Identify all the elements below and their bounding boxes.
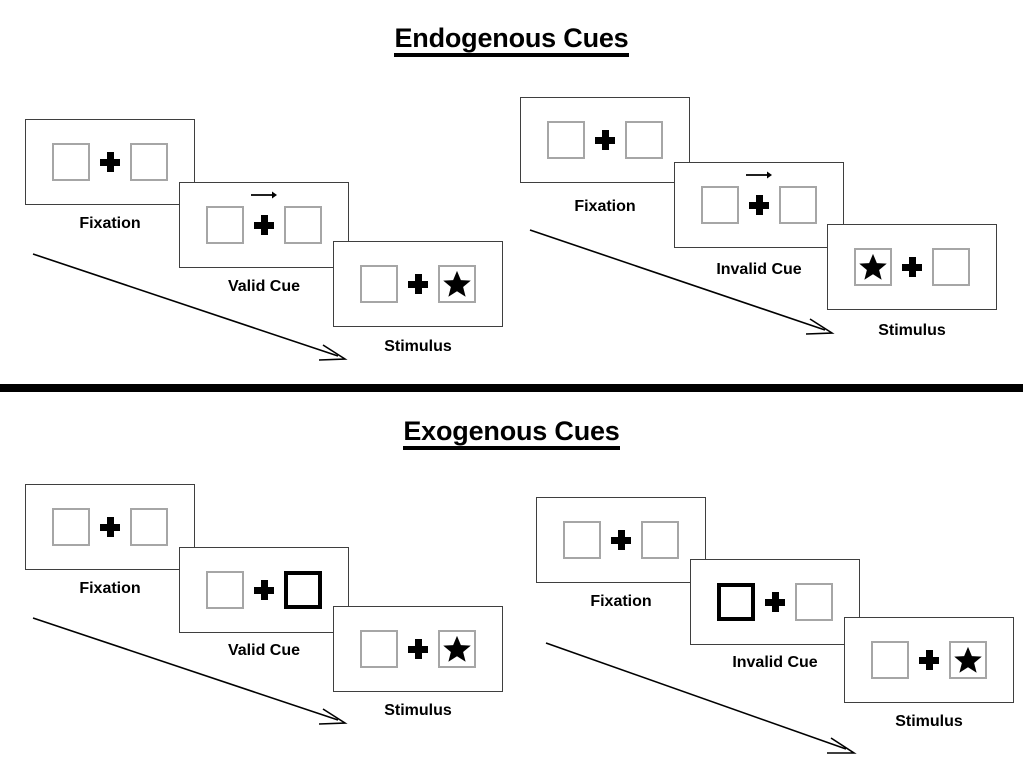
fixation-cross-icon bbox=[909, 640, 949, 680]
section-title-endogenous: Endogenous Cues bbox=[0, 23, 1023, 58]
panel-endogenous-valid-fixation[interactable] bbox=[25, 119, 195, 205]
panel-content bbox=[52, 142, 168, 182]
star-icon bbox=[442, 634, 472, 664]
caption-endogenous-valid-cue: Valid Cue bbox=[227, 278, 301, 295]
placeholder-box-left bbox=[52, 508, 90, 546]
caption-exogenous-valid-stimulus: Stimulus bbox=[384, 702, 452, 719]
placeholder-box-left bbox=[701, 186, 739, 224]
placeholder-box-right bbox=[130, 143, 168, 181]
panel-exogenous-valid-fixation[interactable] bbox=[25, 484, 195, 570]
panel-content bbox=[360, 264, 476, 304]
panel-content bbox=[360, 629, 476, 669]
panel-content bbox=[701, 171, 817, 225]
panel-content bbox=[871, 640, 987, 680]
star-icon bbox=[953, 645, 983, 675]
placeholder-box-right bbox=[795, 583, 833, 621]
fixation-cross-icon bbox=[398, 264, 438, 304]
panel-content bbox=[206, 191, 322, 245]
placeholder-box-right bbox=[932, 248, 970, 286]
caption-endogenous-invalid-fixation: Fixation bbox=[574, 198, 636, 215]
right-arrow-cue-icon bbox=[251, 190, 277, 200]
fixation-cross-icon bbox=[244, 191, 284, 245]
fixation-cross-icon bbox=[755, 582, 795, 622]
placeholder-box-left-cued bbox=[717, 583, 755, 621]
fixation-cross-icon bbox=[244, 570, 284, 610]
placeholder-box-left bbox=[360, 630, 398, 668]
fixation-cross-icon bbox=[585, 120, 625, 160]
caption-exogenous-valid-fixation: Fixation bbox=[79, 580, 141, 597]
panel-content bbox=[854, 247, 970, 287]
placeholder-box-right bbox=[284, 206, 322, 244]
panel-endogenous-valid-cue[interactable] bbox=[179, 182, 349, 268]
panel-exogenous-valid-cue[interactable] bbox=[179, 547, 349, 633]
placeholder-box-left bbox=[563, 521, 601, 559]
placeholder-box-left bbox=[854, 248, 892, 286]
caption-endogenous-valid-stimulus: Stimulus bbox=[384, 338, 452, 355]
caption-exogenous-invalid-stimulus: Stimulus bbox=[895, 713, 963, 730]
placeholder-box-right bbox=[130, 508, 168, 546]
section-title-exogenous: Exogenous Cues bbox=[0, 416, 1023, 451]
placeholder-box-right-cued bbox=[284, 571, 322, 609]
fixation-cross-icon bbox=[90, 142, 130, 182]
panel-content bbox=[206, 570, 322, 610]
placeholder-box-right bbox=[438, 265, 476, 303]
panel-endogenous-invalid-cue[interactable] bbox=[674, 162, 844, 248]
placeholder-box-left bbox=[547, 121, 585, 159]
panel-exogenous-invalid-fixation[interactable] bbox=[536, 497, 706, 583]
panel-endogenous-valid-stimulus[interactable] bbox=[333, 241, 503, 327]
placeholder-box-right bbox=[949, 641, 987, 679]
caption-endogenous-invalid-stimulus: Stimulus bbox=[878, 322, 946, 339]
placeholder-box-left bbox=[206, 206, 244, 244]
placeholder-box-right bbox=[625, 121, 663, 159]
fixation-cross-icon bbox=[601, 520, 641, 560]
fixation-cross-icon bbox=[892, 247, 932, 287]
section-divider bbox=[0, 384, 1023, 392]
caption-endogenous-invalid-cue: Invalid Cue bbox=[716, 261, 802, 278]
panel-endogenous-invalid-stimulus[interactable] bbox=[827, 224, 997, 310]
panel-exogenous-valid-stimulus[interactable] bbox=[333, 606, 503, 692]
section-title-endogenous-text: Endogenous Cues bbox=[394, 24, 629, 58]
panel-content bbox=[52, 507, 168, 547]
panel-exogenous-invalid-stimulus[interactable] bbox=[844, 617, 1014, 703]
caption-exogenous-valid-cue: Valid Cue bbox=[227, 642, 301, 659]
fixation-cross-icon bbox=[398, 629, 438, 669]
placeholder-box-left bbox=[871, 641, 909, 679]
fixation-cross-icon bbox=[90, 507, 130, 547]
caption-endogenous-valid-fixation: Fixation bbox=[79, 215, 141, 232]
placeholder-box-right bbox=[438, 630, 476, 668]
panel-content bbox=[547, 120, 663, 160]
placeholder-box-left bbox=[360, 265, 398, 303]
star-icon bbox=[442, 269, 472, 299]
placeholder-box-left bbox=[206, 571, 244, 609]
star-icon bbox=[858, 252, 888, 282]
placeholder-box-right bbox=[779, 186, 817, 224]
panel-content bbox=[563, 520, 679, 560]
panel-content bbox=[717, 582, 833, 622]
caption-exogenous-invalid-cue: Invalid Cue bbox=[732, 654, 818, 671]
placeholder-box-right bbox=[641, 521, 679, 559]
section-title-exogenous-text: Exogenous Cues bbox=[403, 417, 620, 451]
caption-exogenous-invalid-fixation: Fixation bbox=[590, 593, 652, 610]
fixation-cross-icon bbox=[739, 171, 779, 225]
right-arrow-cue-icon bbox=[746, 170, 772, 180]
placeholder-box-left bbox=[52, 143, 90, 181]
panel-endogenous-invalid-fixation[interactable] bbox=[520, 97, 690, 183]
panel-exogenous-invalid-cue[interactable] bbox=[690, 559, 860, 645]
